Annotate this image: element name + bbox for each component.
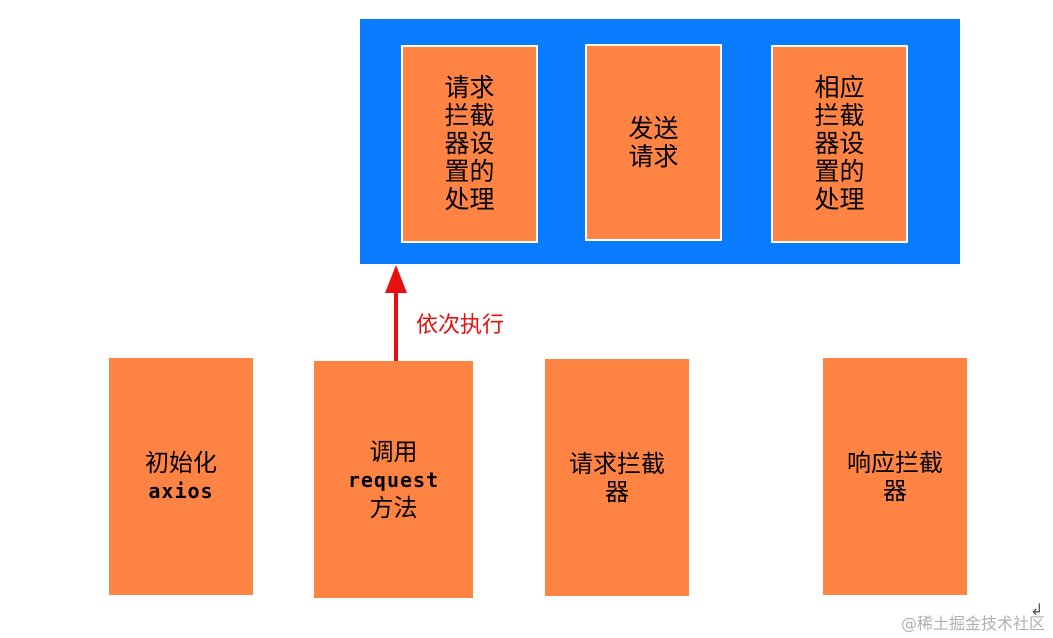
request-interceptor-box: 请求拦截器 <box>545 359 689 596</box>
call-request-line3: 方法 <box>369 493 418 522</box>
send-request-box: 发送请求 <box>585 44 722 241</box>
init-axios-box: 初始化 axios <box>109 358 253 595</box>
request-interceptor-label: 请求拦截器 <box>569 449 665 506</box>
response-interceptor-processing-label: 相应拦截器设置的处理 <box>814 73 865 214</box>
call-request-line1: 调用 <box>369 437 418 466</box>
arrow-head <box>385 265 407 293</box>
interceptor-chain-container: 请求拦截器设置的处理 发送请求 相应拦截器设置的处理 <box>360 19 960 264</box>
response-interceptor-label: 响应拦截器 <box>847 448 943 505</box>
return-glyph-icon: ↲ <box>1030 600 1044 619</box>
response-interceptor-processing-box: 相应拦截器设置的处理 <box>771 45 908 243</box>
watermark: @稀土掘金技术社区 <box>900 614 1045 633</box>
init-axios-line1: 初始化 <box>145 448 217 477</box>
call-request-line2: request <box>347 467 440 492</box>
call-request-method-box: 调用 request 方法 <box>314 361 473 598</box>
request-interceptor-processing-label: 请求拦截器设置的处理 <box>444 73 495 214</box>
response-interceptor-box: 响应拦截器 <box>823 358 967 595</box>
init-axios-line2: axios <box>148 478 214 503</box>
send-request-label: 发送请求 <box>628 113 679 171</box>
request-interceptor-processing-box: 请求拦截器设置的处理 <box>401 45 538 243</box>
execute-in-order-label: 依次执行 <box>416 313 505 338</box>
